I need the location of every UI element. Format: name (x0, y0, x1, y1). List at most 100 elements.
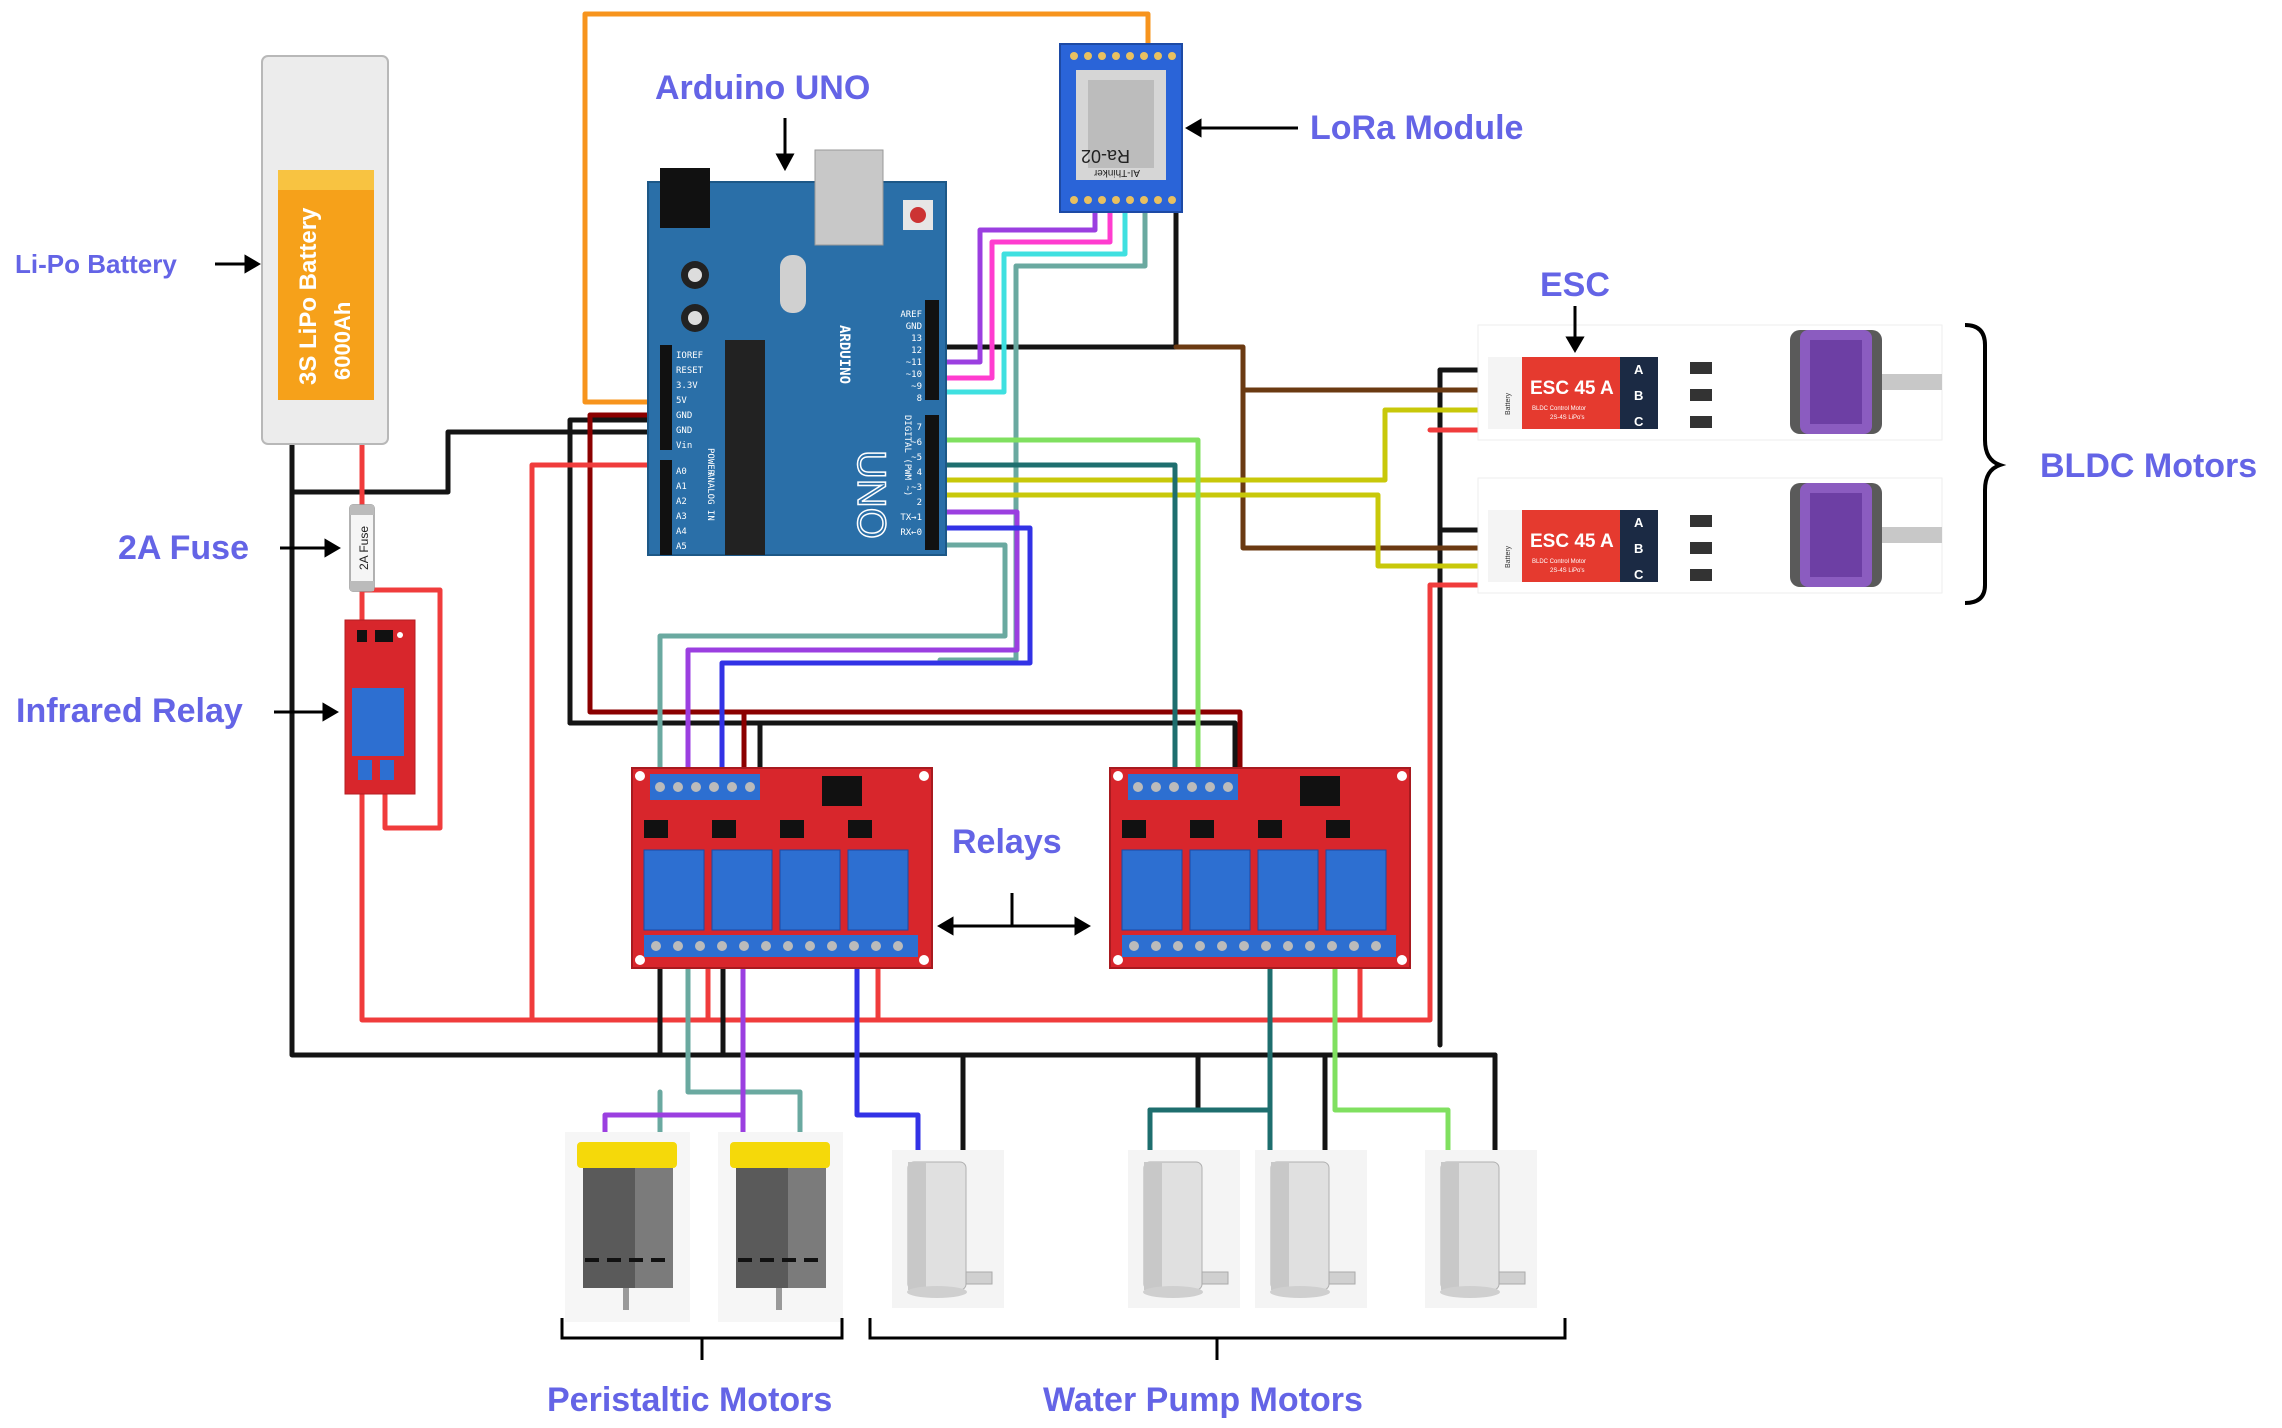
wire-darkteal-relay2 (937, 462, 1178, 779)
esc2-sub2: 2S-4S LiPo's (1550, 568, 1585, 574)
relay-screw (673, 941, 683, 951)
brace-peristaltic (560, 1318, 844, 1360)
lora-pin-top (1098, 52, 1106, 60)
motor-cap (577, 1142, 677, 1168)
wire-lightgreen-relay2 (937, 437, 1201, 779)
relay-transistor (1258, 820, 1282, 838)
wire-olive-esc2 (937, 492, 1483, 569)
arduino-digital-pin: ~3 (911, 483, 922, 493)
arduino-power-pin: GND (676, 411, 692, 421)
arrowhead-fuse (324, 538, 341, 558)
arduino-digital-pin: TX→1 (900, 513, 922, 523)
relay-screw (1283, 941, 1293, 951)
wire-black-battery-gnd (289, 429, 663, 495)
relay-screw (739, 941, 749, 951)
esc-module-1: ESC 45 A BLDC Control Motor 2S-4S LiPo's… (1477, 324, 1943, 441)
arduino-digital-pin: 7 (917, 423, 922, 433)
wire-purple-relay1 (685, 509, 1020, 779)
wire-brown-esc2 (1240, 387, 1483, 551)
battery-label-line1: 3S LiPo Battery (295, 207, 322, 385)
motor-shaft (623, 1288, 629, 1310)
pump-base (1143, 1286, 1203, 1298)
esc2-phase-b: B (1634, 541, 1643, 556)
label-esc: ESC (1540, 266, 1610, 304)
relay-input-screw (1223, 782, 1233, 792)
lora-pin-top (1140, 52, 1148, 60)
wire-teal-relay1 (657, 542, 1008, 779)
arduino-model: UNO (849, 450, 893, 539)
battery-label-line2: 6000Ah (330, 302, 355, 380)
relay-transistor (644, 820, 668, 838)
wire-cyan-lora (937, 210, 1128, 395)
motor-cap (730, 1142, 830, 1168)
water-pump-3 (1255, 1150, 1367, 1308)
relay-screw (717, 941, 727, 951)
wire-orange-lora-5v (582, 11, 1151, 405)
relay-screw (827, 941, 837, 951)
relay-screw (783, 941, 793, 951)
relay-screw (1305, 941, 1315, 951)
pump-outlet (1498, 1271, 1526, 1285)
arrowhead-arduino (775, 153, 795, 172)
relay-screw (695, 941, 705, 951)
wire-blue-pump1 (854, 957, 921, 1163)
relay-transistor (780, 820, 804, 838)
relay-mount-hole (919, 955, 929, 965)
relay-screw (1217, 941, 1227, 951)
label-fuse: 2A Fuse (118, 529, 249, 567)
brace-pumps (868, 1318, 1567, 1360)
annotation-arrows (215, 118, 2007, 1360)
pump-body-shade (1271, 1162, 1289, 1290)
relay-input-terminal (1128, 774, 1238, 800)
pump-body-shade (908, 1162, 926, 1290)
relay-screw (761, 941, 771, 951)
relay-input-screw (691, 782, 701, 792)
relay-input-terminal (650, 774, 760, 800)
relay-unit (779, 849, 841, 931)
relay-screw (1173, 941, 1183, 951)
water-pump-motors (892, 1150, 1537, 1308)
water-pump-2 (1128, 1150, 1240, 1308)
lora-pin-bottom (1168, 196, 1176, 204)
esc-module-2: ESC 45 A BLDC Control Motor 2S-4S LiPo's… (1477, 477, 1943, 594)
relay-screw (1261, 941, 1271, 951)
lora-pin-bottom (1140, 196, 1148, 204)
relay-mount-hole (919, 771, 929, 781)
wire-darkteal-pump (1147, 957, 1273, 1163)
pump-outlet (1201, 1271, 1229, 1285)
relay-screw (871, 941, 881, 951)
wire-purple-lora (937, 210, 1098, 365)
lora-pin-bottom (1126, 196, 1134, 204)
relay-transistor (1326, 820, 1350, 838)
arduino-digital-pin: ~9 (911, 382, 922, 392)
pump-base (1440, 1286, 1500, 1298)
wire-purple-peri (602, 957, 746, 1138)
esc2-phase-a: A (1634, 515, 1644, 530)
relay-input-screw (655, 782, 665, 792)
pump-body-shade (1144, 1162, 1162, 1290)
motor-can-shade (788, 1168, 826, 1288)
arduino-analog-pin: A0 (676, 467, 687, 477)
arduino-power-pin: 3.3V (676, 381, 698, 391)
wire-black-gnd-relay2 (567, 720, 1238, 779)
esc2-title: ESC 45 A (1530, 531, 1614, 552)
arduino-digital-pin: 2 (917, 498, 922, 508)
wire-olive-esc1 (937, 407, 1483, 483)
esc1-sub2: 2S-4S LiPo's (1550, 415, 1585, 421)
pump-base (907, 1286, 967, 1298)
relay-mount-hole (1397, 955, 1407, 965)
infrared-relay-module (344, 619, 416, 795)
lora-pin-top (1070, 52, 1078, 60)
relay-transistor (1190, 820, 1214, 838)
arduino-power-pin: GND (676, 426, 692, 436)
relay-transistor (712, 820, 736, 838)
wire-red-fuse-irrelay (359, 587, 443, 831)
relay-transistor (1122, 820, 1146, 838)
relay-screw (651, 941, 661, 951)
arduino-power-pin: RESET (676, 366, 704, 376)
arduino-brand: ARDUINO (836, 325, 852, 384)
